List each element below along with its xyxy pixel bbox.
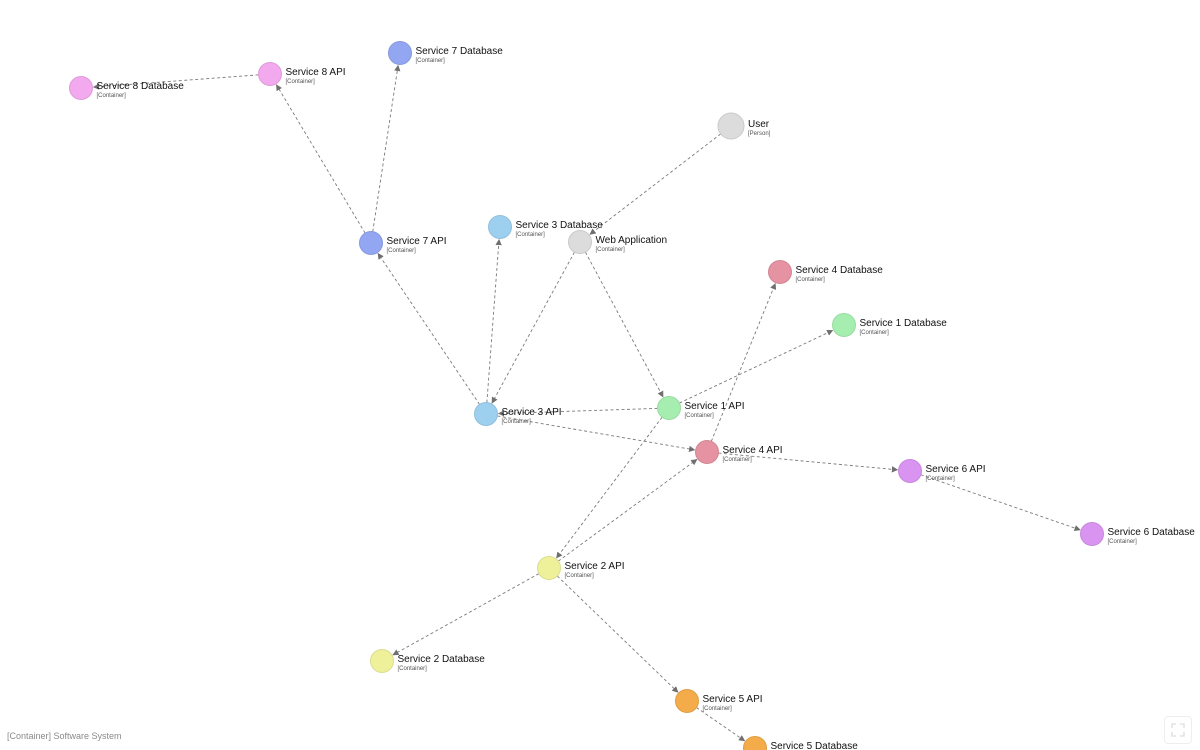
node-title: Service 5 Database: [771, 741, 859, 750]
edge-s2api-to-s5api[interactable]: [556, 575, 679, 693]
node-title: Service 7 Database: [416, 46, 504, 57]
node-technology: [Container]: [596, 247, 626, 253]
node-s1api[interactable]: Service 1 API[Container]: [657, 396, 745, 420]
edge-s3api-to-s3db[interactable]: [486, 238, 502, 403]
node-technology: [Container]: [398, 666, 428, 672]
node-s5db[interactable]: Service 5 Database[Container]: [743, 736, 859, 750]
node-title: Service 2 Database: [398, 654, 486, 665]
edge-s1api-to-s1db[interactable]: [679, 329, 834, 404]
node-title: Service 7 API: [387, 236, 447, 247]
node-technology: [Container]: [926, 476, 956, 482]
node-circle[interactable]: [1080, 522, 1104, 546]
node-circle[interactable]: [388, 41, 412, 65]
edges-layer: [92, 64, 1081, 742]
edge-s7api-to-s7db[interactable]: [372, 64, 401, 232]
node-s3db[interactable]: Service 3 Database[Container]: [488, 215, 604, 239]
edge-s4api-to-s4db[interactable]: [710, 282, 777, 442]
node-circle[interactable]: [832, 313, 856, 337]
node-technology: [Container]: [565, 573, 595, 579]
node-technology: [Container]: [723, 457, 753, 463]
node-s6db[interactable]: Service 6 Database[Container]: [1080, 522, 1196, 546]
node-circle[interactable]: [717, 112, 745, 140]
node-title: User: [748, 119, 770, 130]
fit-to-screen-button[interactable]: [1164, 716, 1192, 744]
node-circle[interactable]: [69, 76, 93, 100]
node-technology: [Container]: [516, 232, 546, 238]
node-circle[interactable]: [568, 230, 592, 254]
node-technology: [Container]: [286, 79, 316, 85]
node-technology: [Container]: [685, 413, 715, 419]
edge-webapp-to-s1api[interactable]: [585, 251, 664, 398]
node-circle[interactable]: [370, 649, 394, 673]
node-title: Service 6 API: [926, 464, 986, 475]
node-s8api[interactable]: Service 8 API[Container]: [258, 62, 346, 86]
nodes-layer: User[Person]Web Application[Container]Se…: [69, 41, 1196, 750]
edge-user-to-webapp[interactable]: [589, 133, 721, 235]
node-circle[interactable]: [258, 62, 282, 86]
node-circle[interactable]: [695, 440, 719, 464]
node-user[interactable]: User[Person]: [717, 112, 771, 140]
node-circle[interactable]: [898, 459, 922, 483]
footer-label: [Container] Software System: [7, 731, 122, 741]
node-title: Service 2 API: [565, 561, 625, 572]
node-technology: [Container]: [97, 93, 127, 99]
node-technology: [Container]: [1108, 539, 1138, 545]
node-s7api[interactable]: Service 7 API[Container]: [359, 231, 447, 255]
node-s3api[interactable]: Service 3 API[Container]: [474, 402, 562, 426]
node-technology: [Container]: [860, 330, 890, 336]
node-webapp[interactable]: Web Application[Container]: [568, 230, 668, 254]
edge-s5api-to-s5db[interactable]: [696, 707, 746, 742]
node-technology: [Container]: [416, 58, 446, 64]
node-circle[interactable]: [675, 689, 699, 713]
node-s1db[interactable]: Service 1 Database[Container]: [832, 313, 948, 337]
edge-s7api-to-s8api[interactable]: [276, 84, 366, 234]
node-title: Service 3 Database: [516, 220, 604, 231]
edge-s4api-to-s6api[interactable]: [718, 452, 899, 473]
node-technology: [Person]: [748, 131, 771, 137]
node-circle[interactable]: [768, 260, 792, 284]
node-circle[interactable]: [359, 231, 383, 255]
node-title: Web Application: [596, 235, 668, 246]
node-s4db[interactable]: Service 4 Database[Container]: [768, 260, 884, 284]
edge-s8api-to-s8db[interactable]: [92, 74, 259, 90]
node-s8db[interactable]: Service 8 Database[Container]: [69, 76, 185, 100]
edge-s1api-to-s3api[interactable]: [497, 407, 658, 417]
node-s2db[interactable]: Service 2 Database[Container]: [370, 649, 486, 673]
node-title: Service 1 Database: [860, 318, 948, 329]
node-title: Service 4 Database: [796, 265, 884, 276]
node-circle[interactable]: [743, 736, 767, 750]
node-title: Service 6 Database: [1108, 527, 1196, 538]
node-s5api[interactable]: Service 5 API[Container]: [675, 689, 763, 713]
node-s6api[interactable]: Service 6 API[Container]: [898, 459, 986, 483]
edge-webapp-to-s3api[interactable]: [491, 251, 575, 404]
node-circle[interactable]: [488, 215, 512, 239]
fullscreen-icon: [1171, 723, 1185, 737]
node-technology: [Container]: [796, 277, 826, 283]
node-circle[interactable]: [657, 396, 681, 420]
node-technology: [Container]: [502, 419, 532, 425]
edge-s3api-to-s7api[interactable]: [377, 252, 480, 405]
node-circle[interactable]: [474, 402, 498, 426]
node-technology: [Container]: [387, 248, 417, 254]
node-s4api[interactable]: Service 4 API[Container]: [695, 440, 783, 464]
edge-s6api-to-s6db[interactable]: [920, 474, 1081, 532]
node-title: Service 8 API: [286, 67, 346, 78]
node-technology: [Container]: [703, 706, 733, 712]
edge-s2api-to-s4api[interactable]: [558, 459, 698, 562]
node-title: Service 4 API: [723, 445, 783, 456]
node-title: Service 3 API: [502, 407, 562, 418]
node-s7db[interactable]: Service 7 Database[Container]: [388, 41, 504, 65]
edge-s2api-to-s2db[interactable]: [392, 573, 540, 656]
node-s2api[interactable]: Service 2 API[Container]: [537, 556, 625, 580]
node-title: Service 1 API: [685, 401, 745, 412]
edge-s3api-to-s4api[interactable]: [497, 415, 696, 453]
node-circle[interactable]: [537, 556, 561, 580]
edge-s1api-to-s2api[interactable]: [556, 416, 663, 559]
node-title: Service 5 API: [703, 694, 763, 705]
node-title: Service 8 Database: [97, 81, 185, 92]
